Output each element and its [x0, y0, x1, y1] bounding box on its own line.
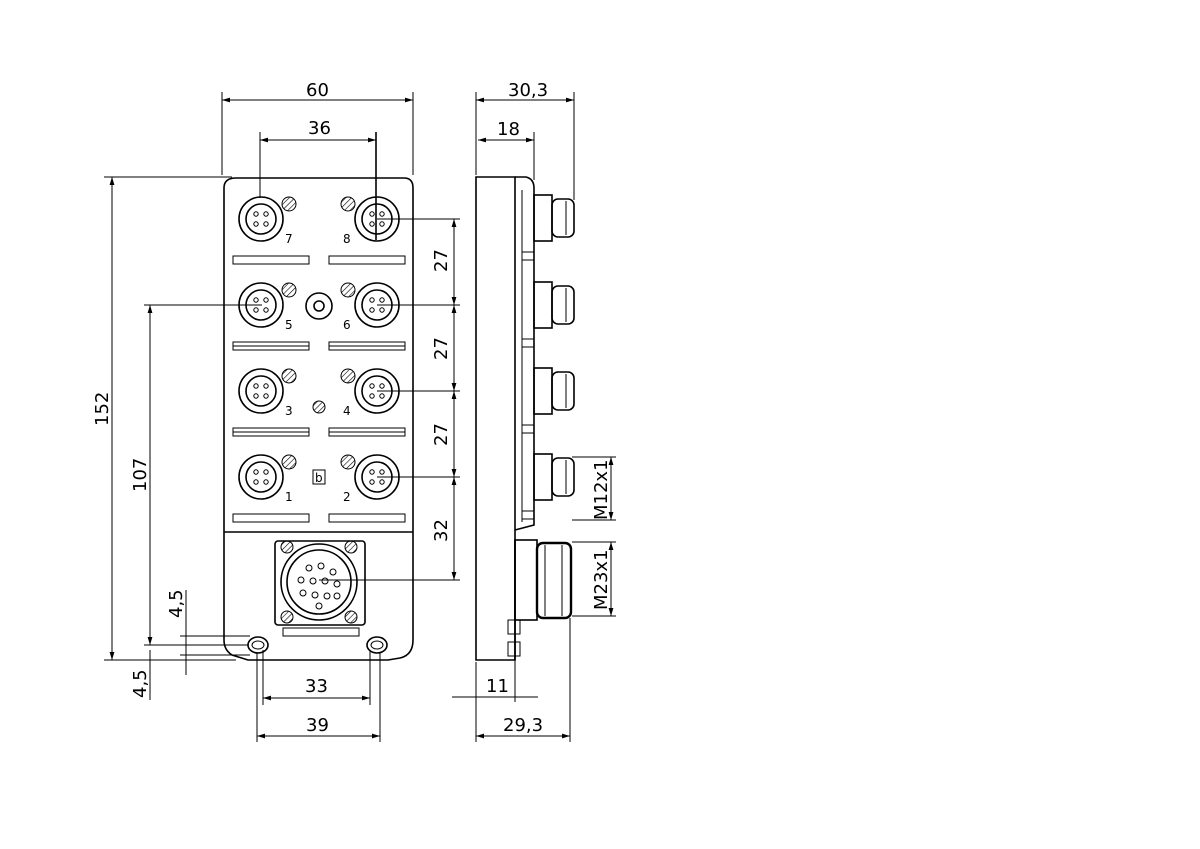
- dim-port-spacing: 36: [308, 118, 331, 139]
- dim-base-depth: 29,3: [503, 715, 543, 736]
- info-symbol-icon: b: [312, 469, 326, 485]
- dim-overall-height: 152: [92, 392, 113, 426]
- ground-screw: [305, 292, 333, 320]
- mount-hole-left: [247, 636, 269, 654]
- svg-text:b: b: [315, 471, 323, 485]
- port-label-8: 8: [343, 232, 351, 246]
- dim-row-pitch-1: 27: [431, 249, 452, 272]
- dim-mount-inner: 33: [305, 676, 328, 697]
- side-m12-connector-4: [521, 453, 575, 520]
- port-label-1: 1: [285, 490, 293, 504]
- port-2: [340, 454, 400, 500]
- dim-overall-width: 60: [306, 80, 329, 101]
- port-label-3: 3: [285, 404, 293, 418]
- port-1: [238, 454, 297, 500]
- m23-main-connector: [274, 540, 366, 626]
- port-label-5: 5: [285, 318, 293, 332]
- dim-mount-offset-upper: 4,5: [166, 589, 187, 618]
- indicator-led: [312, 400, 326, 414]
- side-m12-connector-1: [521, 194, 575, 261]
- port-label-4: 4: [343, 404, 351, 418]
- dim-overall-depth: 30,3: [508, 80, 548, 101]
- side-m12-connector-2: [521, 281, 575, 348]
- side-m23-connector: [507, 539, 573, 657]
- port-4: [340, 368, 400, 414]
- ribs: [232, 255, 406, 637]
- dim-body-depth: 18: [497, 119, 520, 140]
- port-label-2: 2: [343, 490, 351, 504]
- side-m12-connector-3: [521, 367, 575, 434]
- dim-m12-thread: M12x1: [591, 459, 612, 520]
- port-label-7: 7: [285, 232, 293, 246]
- dim-row-pitch-3: 27: [431, 423, 452, 446]
- front-view: 7 8 5 6 3 4 1 2 b: [92, 80, 460, 742]
- dim-row-pitch-2: 27: [431, 337, 452, 360]
- port-3: [238, 368, 297, 414]
- dim-mount-outer: 39: [306, 715, 329, 736]
- port-label-6: 6: [343, 318, 351, 332]
- side-body-outline: [475, 176, 516, 661]
- dim-connector-offset: 11: [486, 676, 509, 697]
- dim-m23-thread: M23x1: [591, 549, 612, 610]
- module-body-outline: [223, 177, 414, 661]
- mount-hole-right: [366, 636, 388, 654]
- dim-row-pitch-main: 32: [431, 519, 452, 542]
- port-7: [238, 196, 297, 242]
- dim-mount-offset-lower: 4,5: [130, 669, 151, 698]
- dim-height-to-mount: 107: [130, 458, 151, 492]
- side-view: 30,3 18 M12x1 M23x1 11 29,3: [452, 80, 616, 742]
